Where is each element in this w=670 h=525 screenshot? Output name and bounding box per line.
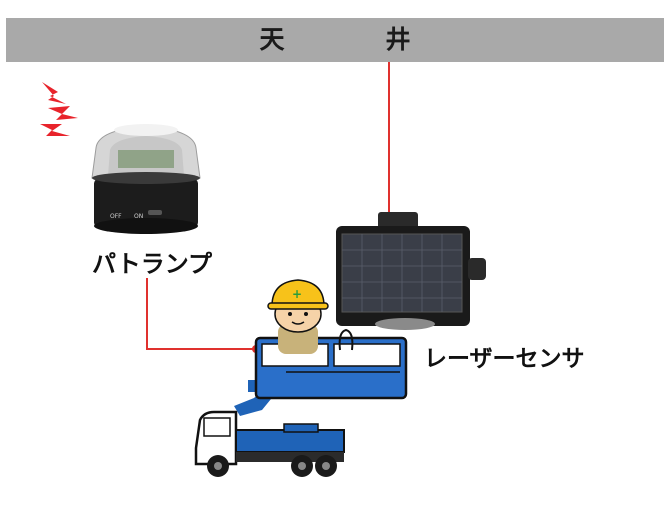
laser-sensor-icon (336, 212, 486, 330)
lamp-switch-on: ON (134, 213, 143, 220)
aerial-truck-icon (194, 336, 408, 477)
patrol-lamp-icon: OFF ON (91, 124, 201, 234)
worker-icon: + (267, 279, 354, 354)
connection-wire (146, 278, 256, 350)
alarm-flash-icon (40, 82, 78, 136)
ceiling-bar (6, 18, 664, 62)
laser-sensor-label: レーザーセンサ (424, 346, 585, 372)
helmet-mark: + (292, 287, 302, 301)
lamp-switch-off: OFF (110, 213, 122, 220)
patrol-lamp-label: パトランプ (92, 250, 212, 278)
ceiling-label: 天 井 (259, 25, 449, 54)
